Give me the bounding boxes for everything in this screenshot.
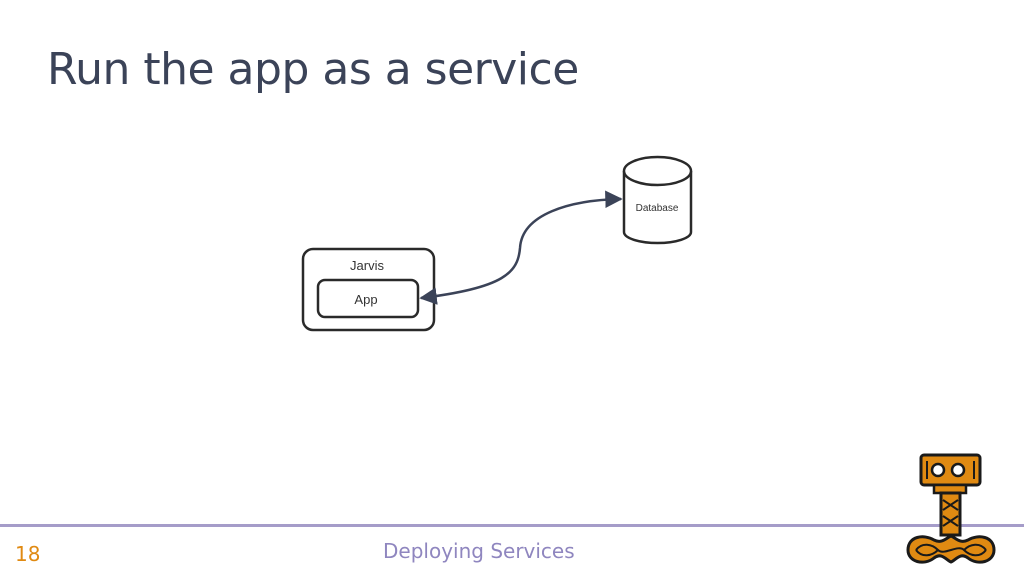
- database-label: Database: [636, 203, 679, 214]
- jarvis-host-label: Jarvis: [350, 258, 384, 273]
- app-database-connection-arrow: [419, 190, 623, 305]
- footer-title: Deploying Services: [383, 539, 575, 563]
- thor-hammer-logo-icon: [906, 453, 996, 564]
- footer-divider: [0, 524, 1024, 527]
- architecture-diagram: Jarvis App Database: [301, 155, 693, 332]
- page-number: 18: [15, 542, 41, 566]
- database-cylinder: [622, 155, 693, 245]
- app-box: [316, 278, 420, 319]
- slide-title: Run the app as a service: [47, 44, 579, 95]
- app-label: App: [354, 292, 377, 307]
